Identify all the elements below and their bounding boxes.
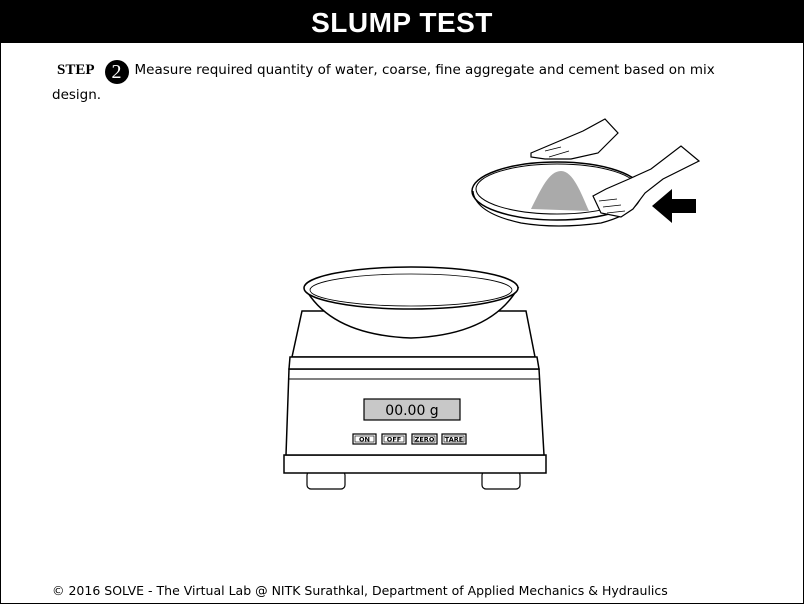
scale-button-tare[interactable]: TARE	[441, 433, 467, 445]
left-arrow-icon	[652, 189, 696, 223]
svg-text:TARE: TARE	[445, 436, 463, 444]
footer-credit: © 2016 SOLVE - The Virtual Lab @ NITK Su…	[52, 583, 668, 598]
svg-text:ON: ON	[359, 436, 370, 444]
scale-display: 00.00 g	[363, 398, 461, 421]
scale-button-off[interactable]: OFF	[381, 433, 407, 445]
scale-button-zero[interactable]: ZERO	[411, 433, 438, 445]
weighing-scale: 00.00 g ON OFF ZERO TARE	[283, 266, 547, 490]
cement-heap	[531, 171, 589, 211]
weighing-bowl[interactable]	[303, 266, 520, 339]
scale-button-on[interactable]: ON	[352, 433, 377, 445]
step-number-badge: 2	[104, 60, 129, 84]
step-label: STEP	[57, 62, 95, 78]
right-hand-icon	[592, 145, 701, 218]
step-instruction: Measure required quantity of water, coar…	[52, 62, 715, 103]
page-title: SLUMP TEST	[1, 1, 803, 43]
svg-text:OFF: OFF	[387, 436, 401, 444]
left-hand-icon	[530, 118, 619, 160]
svg-text:ZERO: ZERO	[415, 436, 435, 444]
scale-display-value: 00.00 g	[385, 403, 438, 419]
